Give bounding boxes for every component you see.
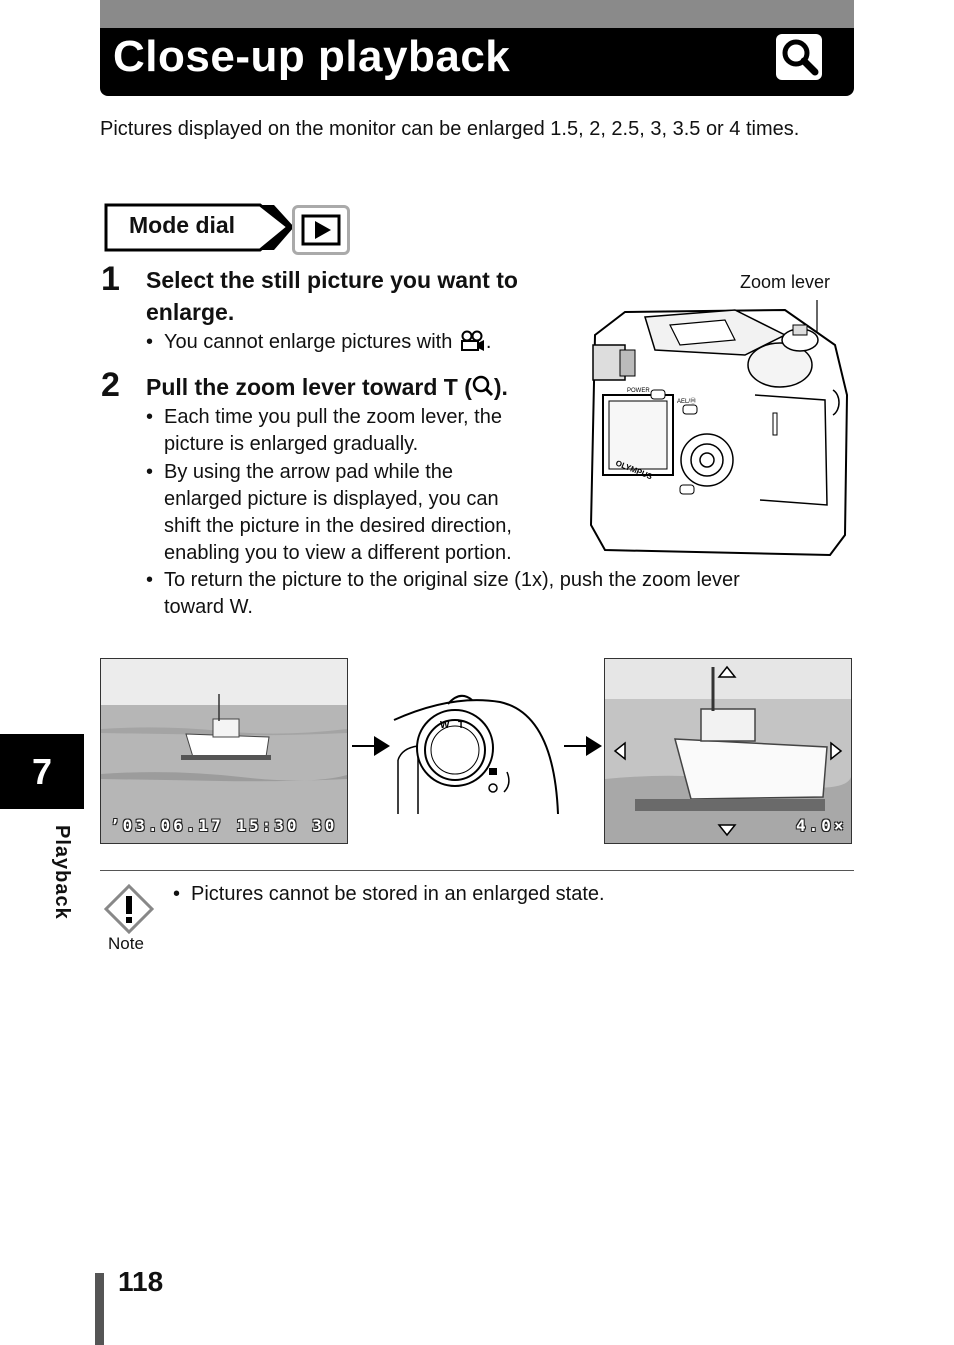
arrow-right-icon <box>350 736 392 761</box>
page-number: 118 <box>118 1266 164 1297</box>
note-text: •Pictures cannot be stored in an enlarge… <box>173 883 605 905</box>
note-label: Note <box>108 934 144 953</box>
datetime-osd: ’03.06.17 15:30 30 <box>110 816 338 835</box>
step-1-bullet: •You cannot enlarge pictures with . <box>146 329 584 360</box>
mode-dial-label: Mode dial <box>129 212 236 238</box>
chapter-tab <box>0 734 84 809</box>
header-bar <box>100 28 854 96</box>
camera-power-text: POWER <box>627 388 650 394</box>
playback-icon <box>292 205 350 255</box>
zoom-lever-diagram: W T <box>392 688 562 819</box>
mode-dial-badge <box>104 203 349 258</box>
note-warning-icon <box>103 883 155 939</box>
chapter-number: 7 <box>31 751 53 792</box>
camera-illustration: POWER AEL/Ⓜ OLYMPUS <box>585 295 850 565</box>
note-divider <box>100 870 854 871</box>
photo-enlarged <box>604 658 852 844</box>
lever-t-text: T <box>458 720 464 731</box>
step-2-number: 2 <box>101 366 120 404</box>
chapter-label: Playback <box>51 825 73 920</box>
zoom-t-icon <box>472 374 494 406</box>
step-2-bullet-3: •To return the picture to the original s… <box>146 569 740 618</box>
zoom-lever-label: Zoom lever <box>740 272 831 292</box>
step-1-number: 1 <box>101 260 120 298</box>
step-1-title: Select the still picture you want to enl… <box>146 267 518 325</box>
scroll-down-icon <box>717 824 737 837</box>
lever-w-text: W <box>440 720 450 731</box>
zoom-ratio-osd: 4.0× <box>796 816 847 835</box>
magnify-icon <box>776 34 822 80</box>
page-title: Close-up playback <box>113 32 511 81</box>
photo-before <box>100 658 348 844</box>
scroll-up-icon <box>717 665 737 678</box>
arrow-right-icon-2 <box>562 736 604 761</box>
header-top-band <box>100 0 854 28</box>
movie-icon <box>458 330 486 360</box>
page-number-bar <box>95 1273 104 1345</box>
camera-ael-text: AEL/Ⓜ <box>677 397 696 405</box>
scroll-right-icon <box>830 741 843 761</box>
intro-text: Pictures displayed on the monitor can be… <box>100 118 800 140</box>
step-2-title: Pull the zoom lever toward T ( ). <box>146 371 508 406</box>
scroll-left-icon <box>613 741 626 761</box>
